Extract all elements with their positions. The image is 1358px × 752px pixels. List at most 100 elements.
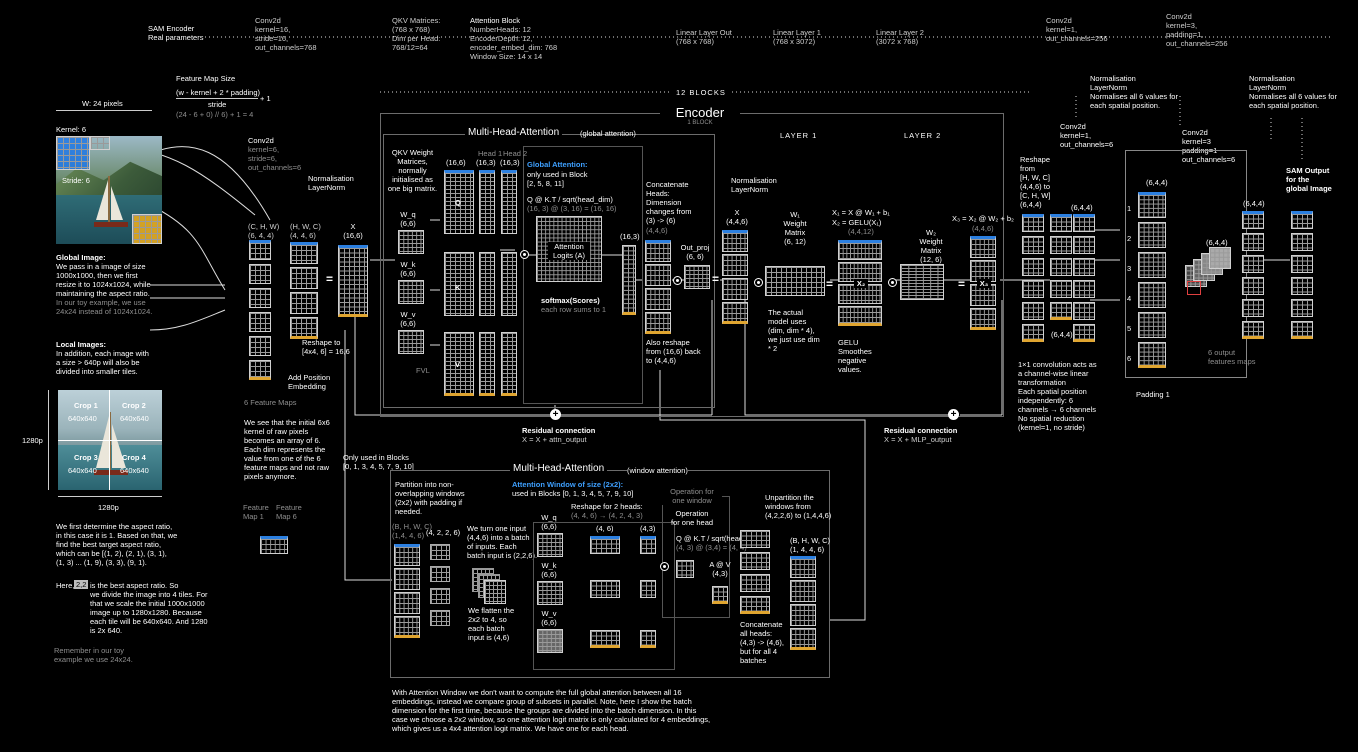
neck-norm2-grid: [1242, 211, 1264, 229]
w2-label: W₂ Weight Matrix (12, 6): [919, 228, 943, 264]
head1-shape: (16,3): [476, 158, 496, 167]
v-label: V: [455, 360, 461, 369]
x3-shape: (4,4,6): [972, 224, 994, 233]
encoder-sub: 1 BLOCK: [687, 120, 713, 126]
padded-index-4: 4: [1127, 294, 1132, 303]
x3-label: X₃: [977, 279, 991, 288]
sam-output-grid: [1291, 277, 1313, 295]
neck-norm1-grid: [1073, 324, 1095, 342]
window-q-shape: (4, 6): [596, 524, 614, 533]
padded-grid: [1138, 222, 1166, 248]
window-attention-note: With Attention Window we don't want to c…: [392, 688, 711, 733]
x-grid: [722, 254, 748, 276]
wq-matrix: [398, 230, 424, 254]
neck-norm1-grid: [1073, 302, 1095, 320]
window-concat-grid: [740, 552, 770, 570]
window-av: A @ V (4,3): [709, 560, 731, 578]
crop-1: Crop 1: [74, 401, 98, 410]
padded-grid: [1138, 312, 1166, 338]
residual-add-2: +: [948, 409, 959, 420]
normalisation-neck-1: Normalisation LayerNorm Normalises all 6…: [1090, 74, 1178, 110]
window-input-grid: [394, 592, 420, 614]
q-head1: [479, 170, 495, 234]
feature-map-grid: [249, 336, 271, 356]
outproj-dot: [673, 276, 682, 285]
attn-out-shape: (16,3): [620, 232, 640, 241]
fms-calc: (24 - 6 + 0) // 6) + 1 = 4: [176, 110, 254, 119]
header-conv2d-3: Conv2d kernel=3, padding=1, out_channels…: [1166, 12, 1228, 48]
head-1: Head 1: [478, 149, 503, 158]
matmul-dot: [520, 250, 529, 259]
w2-dot: [888, 278, 897, 287]
window-input-grid: [394, 544, 420, 566]
k-label: K: [455, 283, 461, 292]
neck-conv1-grid: [1050, 302, 1072, 320]
window-attention-logits: [676, 560, 694, 578]
w1-label: W₁ Weight Matrix (6, 12): [783, 210, 807, 246]
hwc-grid: [290, 242, 318, 264]
x1-formula: X₁ = X @ W₁ + b₁: [832, 208, 890, 217]
window-wk: [537, 581, 563, 605]
window-wv: [537, 629, 563, 653]
crop-4-size: 640x640: [120, 466, 149, 475]
wq-label: W_q (6,6): [400, 210, 416, 228]
residual-2-formula: X = X + MLP_output: [884, 435, 952, 444]
encoder-title: Encoder: [660, 105, 740, 120]
global-attention-title: Global Attention:: [527, 160, 588, 169]
neck-norm2-grid: [1242, 277, 1264, 295]
x3-grid: [970, 260, 996, 282]
layer-1-label: LAYER 1: [780, 131, 818, 140]
neck-reshape-grid: [1022, 258, 1044, 276]
v-head2: [501, 332, 517, 396]
normalisation-1: Normalisation LayerNorm: [308, 174, 354, 192]
header-conv2d-1: Conv2d kernel=16, stride=16, out_channel…: [255, 16, 317, 52]
kernel-stack: [1209, 247, 1231, 269]
feature-map-grid: [249, 264, 271, 284]
window-output-shape: (B, H, W, C) (1, 4, 4, 6): [790, 536, 830, 554]
kernel-highlight: [1187, 281, 1201, 295]
feature-map-grid: [249, 288, 271, 308]
window-wq: [537, 533, 563, 557]
local-images-title: Local Images:: [56, 340, 107, 349]
k-head1: [479, 252, 495, 316]
stride-label: Stride: 6: [62, 176, 90, 185]
feature-map-grid: [249, 312, 271, 332]
conv-params: kernel=6, stride=6, out_channels=6: [248, 145, 302, 172]
reshape-note: Reshape to [4x4, 6] = 16,6: [302, 338, 350, 356]
out-proj: Out_proj (6, 6): [680, 243, 710, 261]
fms-plus: + 1: [260, 94, 271, 103]
padded-index-5: 5: [1127, 324, 1132, 333]
per-window-box: [533, 522, 675, 670]
width-label: W: 24 pixels: [82, 99, 123, 108]
also-reshape: Also reshape from (16,6) back to (4,4,6): [646, 338, 701, 365]
window-k-head: [640, 580, 656, 598]
window-wq-label: W_q (6,6): [541, 513, 557, 531]
crop-4: Crop 4: [122, 453, 146, 462]
head-2: Head 2: [503, 149, 528, 158]
width-bracket-2: [58, 496, 162, 497]
window-head-shape: (4,3): [640, 524, 656, 533]
fms-numerator: (w - kernel + 2 * padding): [176, 88, 261, 97]
sam-output-grid: [1291, 321, 1313, 339]
x-grid: [722, 230, 748, 252]
header-linear-2: Linear Layer 2 (3072 x 768): [876, 28, 924, 46]
six-feature-maps: 6 Feature Maps: [244, 398, 297, 407]
shape-hwc: (H, W, C) (4, 4, 6): [290, 222, 321, 240]
neck-norm2-grid: [1242, 233, 1264, 251]
padded-index-6: 6: [1127, 354, 1132, 363]
window-q: [590, 536, 620, 554]
global-image-text: We pass in a image of size 1000x1000, th…: [56, 262, 151, 298]
q-shape: (16,6): [446, 158, 466, 167]
layer-2-label: LAYER 2: [904, 131, 942, 140]
neck-norm1-grid: [1073, 236, 1095, 254]
qk-dims: (16, 3) @ (3, 16) = (16, 16): [527, 204, 617, 213]
neck-reshape-grid: [1022, 214, 1044, 232]
out-proj-matrix: [684, 265, 710, 289]
neck-conv1-grid: [1050, 236, 1072, 254]
feature-map-1-label: Feature Map 1: [243, 503, 269, 521]
residual-add-1: +: [550, 409, 561, 420]
hwc-grid: [290, 317, 318, 339]
qk-formula: Q @ K.T / sqrt(head_dim): [527, 195, 613, 204]
attention-window-blocks: used in Blocks [0, 1, 3, 4, 5, 7, 9, 10]: [512, 489, 634, 498]
kernel-patch-blue: [56, 136, 90, 170]
